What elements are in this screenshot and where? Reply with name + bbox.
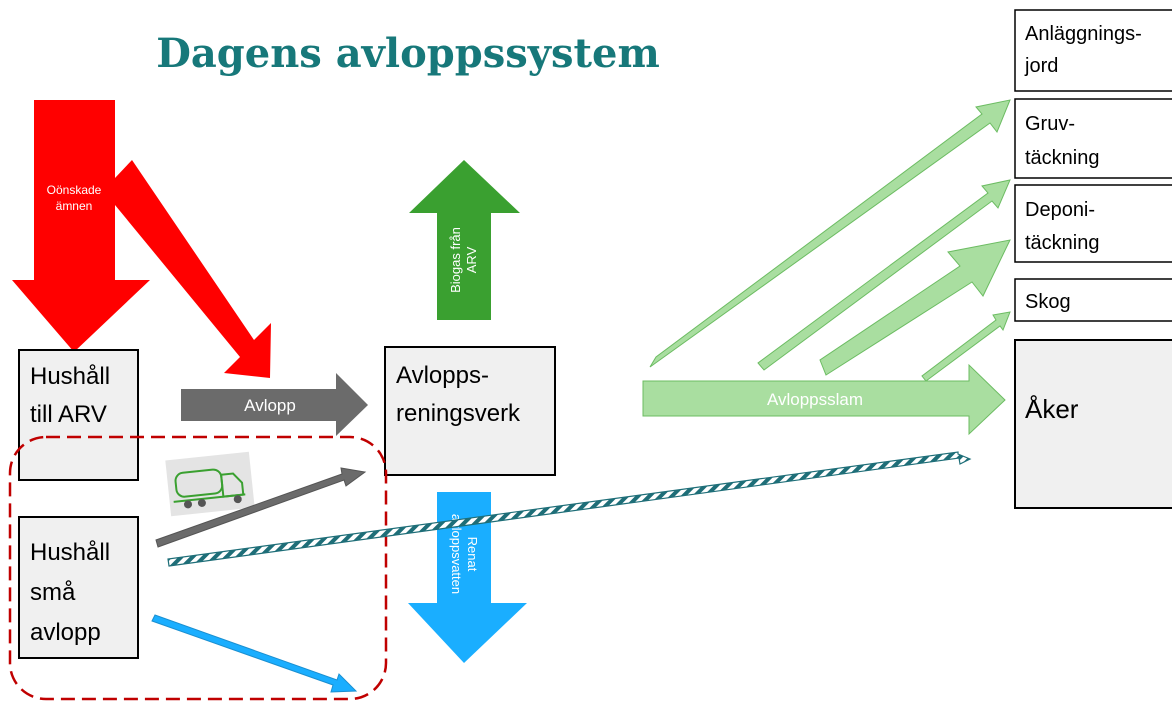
mine-cover-label-1: Gruv- bbox=[1025, 113, 1075, 135]
biogas-label-2: ARV bbox=[464, 246, 479, 273]
treatment-plant-label-2: reningsverk bbox=[396, 400, 521, 427]
landfill-cover-label-2: täckning bbox=[1025, 232, 1100, 254]
direct-to-farmland-arrow bbox=[167, 451, 972, 567]
forest-label: Skog bbox=[1025, 291, 1071, 313]
forest-box bbox=[1014, 278, 1172, 322]
treated-water-label-1: Renat bbox=[465, 537, 480, 572]
sludge-arrow bbox=[642, 363, 1006, 436]
mine-cover-box bbox=[1014, 98, 1172, 179]
unwanted-substances-arrow bbox=[12, 100, 150, 352]
treated-water-arrow bbox=[408, 492, 527, 663]
household-arv-label-1: Hushåll bbox=[30, 363, 110, 390]
truck-transport-arrow bbox=[155, 467, 367, 548]
mine-cover-label-2: täckning bbox=[1025, 147, 1100, 169]
treatment-plant-label-1: Avlopps- bbox=[396, 362, 489, 389]
small-sewage-infiltration-arrow bbox=[151, 614, 358, 693]
household-small-label-2: små bbox=[30, 579, 76, 606]
farmland-box bbox=[1014, 339, 1172, 509]
farmland-label: Åker bbox=[1025, 394, 1079, 424]
household-arv-box bbox=[18, 349, 139, 481]
landfill-cover-label-1: Deponi- bbox=[1025, 199, 1095, 221]
biogas-label-1: Biogas från bbox=[448, 227, 463, 293]
household-small-box bbox=[18, 516, 139, 659]
page-title: Dagens avloppssystem bbox=[156, 30, 660, 77]
household-small-label-3: avlopp bbox=[30, 619, 101, 646]
biogas-arrow bbox=[409, 160, 520, 320]
sludge-to-construction-soil-arrow bbox=[649, 99, 1011, 368]
small-sewage-boundary bbox=[8, 435, 388, 701]
sludge-to-forest-arrow bbox=[921, 311, 1011, 382]
unwanted-to-sewage-arrow bbox=[115, 160, 271, 378]
sludge-arrow-label: Avloppsslam bbox=[767, 390, 863, 409]
household-small-label-1: Hushåll bbox=[30, 539, 110, 566]
unwanted-substances-label-2: ämnen bbox=[56, 199, 93, 213]
construction-soil-label-2: jord bbox=[1024, 55, 1058, 77]
sewage-arrow bbox=[181, 373, 368, 436]
treatment-plant-box bbox=[384, 346, 556, 476]
treated-water-label-2: avloppsvatten bbox=[449, 514, 464, 594]
construction-soil-label-1: Anläggnings- bbox=[1025, 23, 1142, 45]
construction-soil-box bbox=[1014, 9, 1172, 92]
sewage-arrow-label: Avlopp bbox=[244, 396, 296, 415]
landfill-cover-box bbox=[1014, 184, 1172, 263]
unwanted-substances-label-1: Oönskade bbox=[47, 183, 102, 197]
sludge-to-landfill-cover-arrow bbox=[819, 239, 1011, 376]
household-arv-label-2: till ARV bbox=[30, 401, 107, 428]
septic-truck-icon bbox=[165, 451, 255, 517]
sludge-to-mine-cover-arrow bbox=[757, 179, 1011, 371]
